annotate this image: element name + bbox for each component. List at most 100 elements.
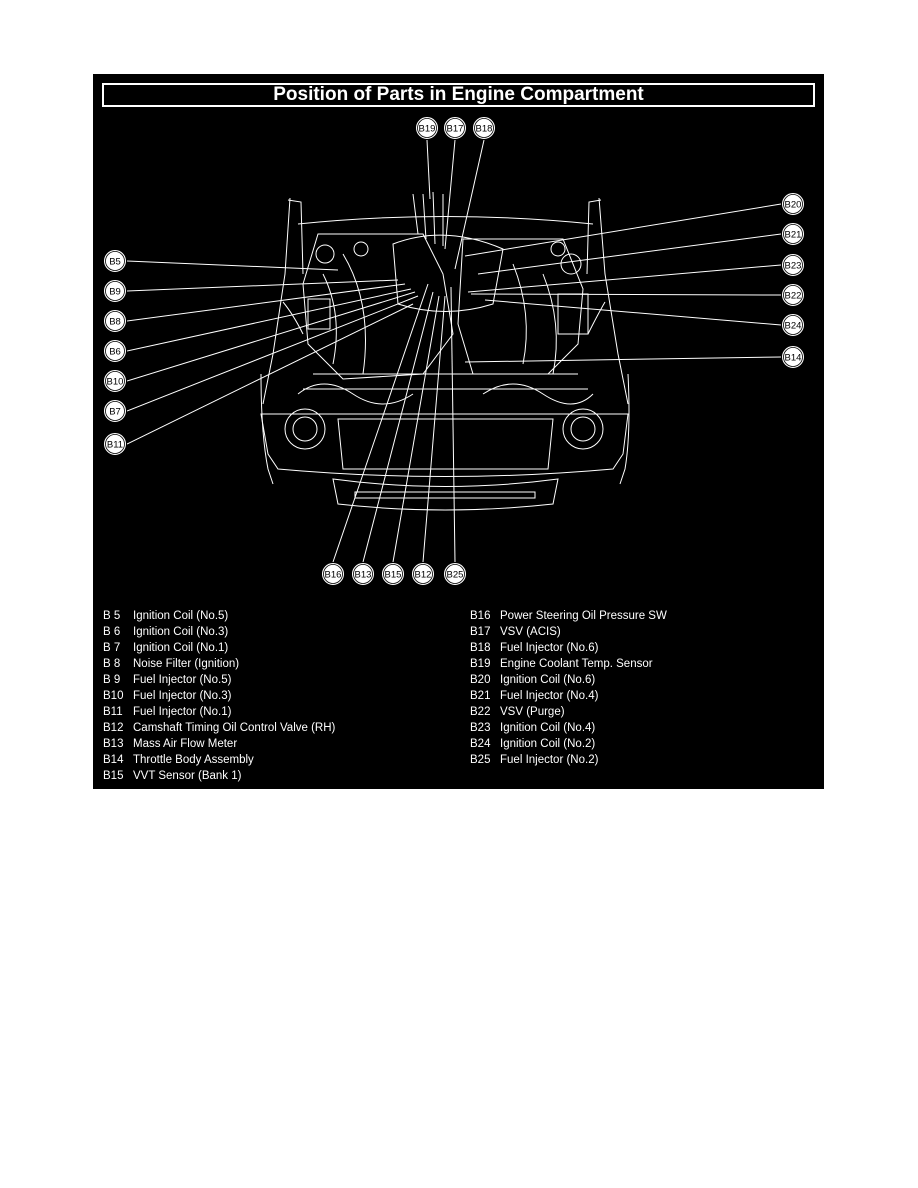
leader-line xyxy=(126,279,399,292)
callout-ring xyxy=(783,285,803,305)
legend-code: B22 xyxy=(470,706,491,718)
callout-label: B18 xyxy=(476,124,493,135)
leader-line xyxy=(484,299,782,326)
callout-label: B5 xyxy=(109,257,121,268)
callout-circle xyxy=(103,279,127,303)
cowl-line xyxy=(297,216,594,225)
callout-ring xyxy=(783,347,803,367)
callout-label: B11 xyxy=(107,440,123,451)
hose-3 xyxy=(512,263,527,365)
hose-2 xyxy=(342,253,366,375)
legend-part-name: VSV (Purge) xyxy=(500,706,565,718)
legend-part-name: Fuel Injector (No.4) xyxy=(500,690,599,702)
callout-circle xyxy=(781,192,805,216)
legend-code: B16 xyxy=(470,610,491,622)
harness-3 xyxy=(482,383,594,405)
callout-circle xyxy=(103,432,127,456)
callout-b19: B19 xyxy=(415,116,439,140)
callout-b24: B24 xyxy=(781,313,805,337)
callout-b20: B20 xyxy=(781,192,805,216)
fender-left xyxy=(260,373,274,485)
legend-code: B21 xyxy=(470,690,491,702)
filter-right xyxy=(560,253,582,275)
callout-circle xyxy=(781,283,805,307)
callout-label: B8 xyxy=(109,317,121,328)
callout-ring xyxy=(105,311,125,331)
callout-b18: B18 xyxy=(472,116,496,140)
legend-part-name: Fuel Injector (No.3) xyxy=(133,690,232,702)
legend-row: B17 VSV (ACIS) xyxy=(470,624,667,640)
legend-part-name: Ignition Coil (No.2) xyxy=(500,738,596,750)
callout-ring xyxy=(474,118,494,138)
callout-ring xyxy=(323,564,343,584)
leader-line xyxy=(126,260,339,271)
legend-code: B23 xyxy=(470,722,491,734)
callout-circle xyxy=(103,369,127,393)
legend-row: B24 Ignition Coil (No.2) xyxy=(470,736,667,752)
callout-ring xyxy=(413,564,433,584)
callout-ring xyxy=(445,564,465,584)
legend-part-name: Mass Air Flow Meter xyxy=(133,738,238,750)
callout-label: B7 xyxy=(109,407,121,418)
fender-right xyxy=(619,373,630,485)
callout-b17: B17 xyxy=(443,116,467,140)
legend-code: B25 xyxy=(470,754,491,766)
callout-label: B9 xyxy=(109,287,121,298)
legend-part-name: Fuel Injector (No.6) xyxy=(500,642,599,654)
callout-b11: B11 xyxy=(103,432,127,456)
diagram-title: Position of Parts in Engine Compartment xyxy=(102,83,815,107)
callout-label: B12 xyxy=(415,570,432,581)
legend-code: B11 xyxy=(103,706,123,718)
callout-b7: B7 xyxy=(103,399,127,423)
legend-part-name: Camshaft Timing Oil Control Valve (RH) xyxy=(133,722,336,734)
callout-b10: B10 xyxy=(103,369,127,393)
callout-ring xyxy=(105,434,125,454)
leader-line xyxy=(332,283,429,563)
leader-line xyxy=(126,291,416,382)
legend-row: B25 Fuel Injector (No.2) xyxy=(470,752,667,768)
callout-ring xyxy=(105,341,125,361)
legend-part-name: VSV (ACIS) xyxy=(500,626,561,638)
leader-line xyxy=(464,203,782,257)
legend-code: B 8 xyxy=(103,658,121,670)
headlamp-left xyxy=(284,408,326,450)
hood-outline xyxy=(262,197,304,405)
callout-label: B24 xyxy=(785,321,802,332)
callout-circle xyxy=(415,116,439,140)
callout-circle xyxy=(411,562,435,586)
legend-code: B 9 xyxy=(103,674,121,686)
callout-label: B16 xyxy=(325,570,342,581)
leader-line xyxy=(454,139,485,270)
legend-part-name: Fuel Injector (No.2) xyxy=(500,754,599,766)
legend-part-name: Noise Filter (Ignition) xyxy=(133,658,240,670)
leader-line xyxy=(477,233,782,275)
legend-part-name: Engine Coolant Temp. Sensor xyxy=(500,658,653,670)
legend-code: B15 xyxy=(103,770,124,782)
callout-b13: B13 xyxy=(351,562,375,586)
diagram-panel: Position of Parts in Engine Compartment xyxy=(93,74,824,789)
legend-code: B13 xyxy=(103,738,124,750)
callout-circle xyxy=(472,116,496,140)
leader-line xyxy=(126,295,419,412)
leader-line xyxy=(450,286,456,563)
legend-code: B17 xyxy=(470,626,491,638)
callout-label: B23 xyxy=(785,261,802,272)
legend-part-name: Power Steering Oil Pressure SW xyxy=(500,610,667,622)
headlamp-right-inner xyxy=(570,416,596,442)
callout-b12: B12 xyxy=(411,562,435,586)
callout-ring xyxy=(105,371,125,391)
callout-ring xyxy=(353,564,373,584)
callout-b16: B16 xyxy=(321,562,345,586)
legend-code: B 5 xyxy=(103,610,121,622)
legend-code: B24 xyxy=(470,738,491,750)
callout-ring xyxy=(417,118,437,138)
leader-line xyxy=(126,288,412,352)
